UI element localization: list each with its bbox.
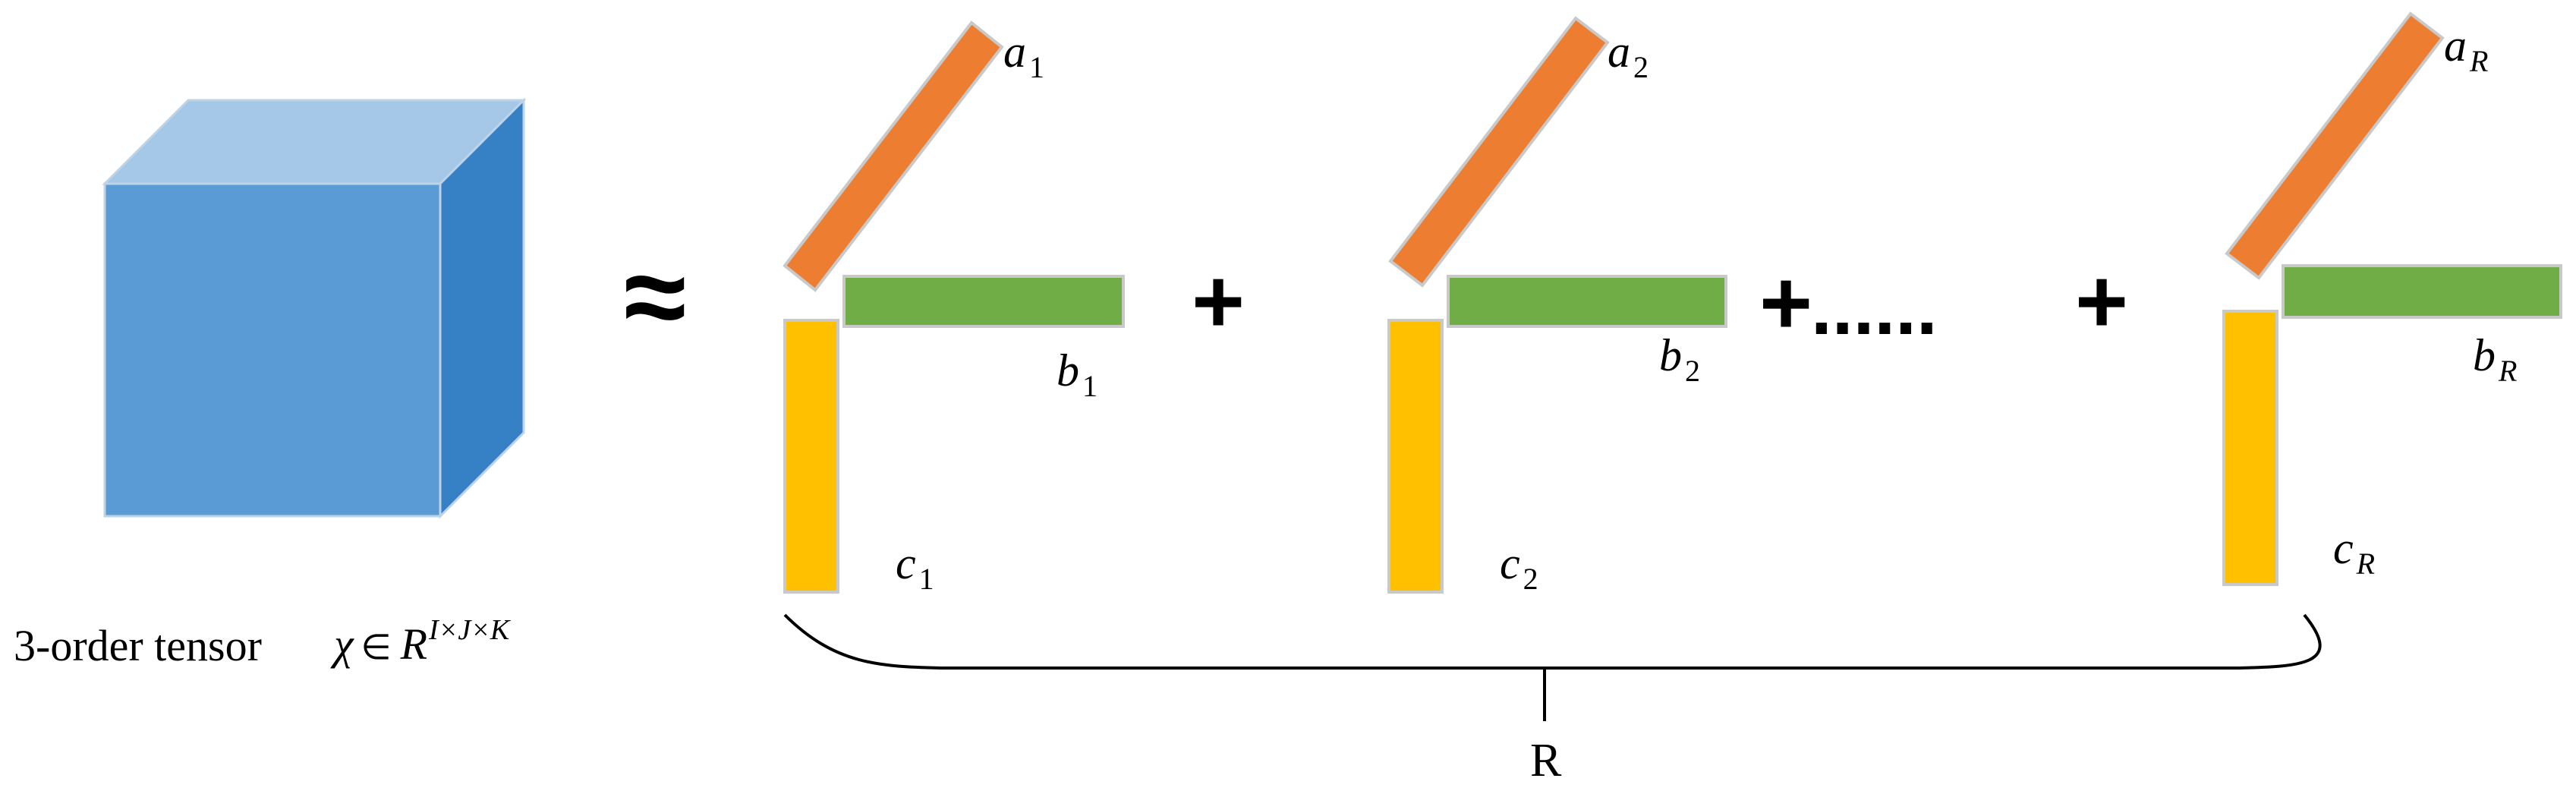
- vector-b-2: [1447, 275, 1727, 328]
- tensor-symbol: χ: [330, 619, 354, 669]
- element-of-symbol: ∈: [361, 628, 392, 667]
- sum-brace: [783, 613, 2322, 670]
- tensor-caption: 3-order tensor: [14, 621, 262, 670]
- cube-front-face: [103, 182, 442, 518]
- vector-a-r: [2225, 11, 2445, 280]
- tensor-cube: [102, 97, 527, 519]
- plus-symbol-3: +: [2075, 251, 2128, 352]
- vector-c-1: [783, 319, 839, 594]
- vector-a-1: [783, 20, 1004, 292]
- vector-b-1: [842, 275, 1125, 328]
- tensor-dimensions: I×J×K: [428, 614, 511, 646]
- vector-c-2: [1387, 319, 1444, 594]
- plus-symbol-1: +: [1192, 251, 1245, 352]
- real-space-symbol: R: [400, 619, 427, 669]
- ellipsis: ......: [1811, 266, 1938, 351]
- tensor-notation: χ∈RI×J×K: [330, 614, 511, 669]
- vector-a-2: [1388, 16, 1610, 288]
- brace-label: R: [1530, 735, 1562, 786]
- vector-b-r: [2282, 264, 2562, 319]
- plus-symbol-2: +: [1759, 252, 1812, 354]
- approx-symbol: ≈: [624, 232, 686, 360]
- vector-c-r: [2222, 310, 2278, 586]
